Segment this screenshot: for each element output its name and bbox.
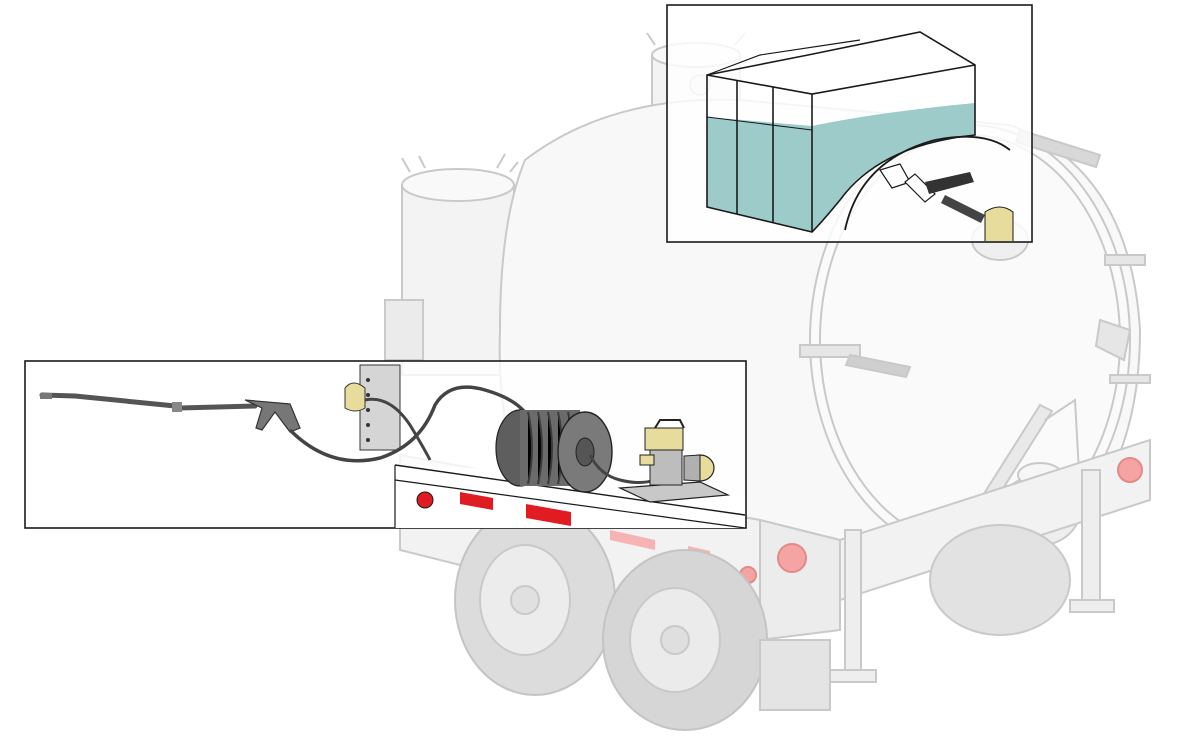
- tank-cutaway-inset: [667, 5, 1032, 242]
- tail-light-left: [778, 544, 806, 572]
- valve-fitting: [985, 207, 1013, 242]
- tail-light-right: [1118, 458, 1142, 482]
- side-marker-light: [417, 492, 433, 508]
- hose-reel: [496, 410, 612, 492]
- rear-manway-ghost: [385, 154, 518, 375]
- washer-assembly-inset: [25, 361, 746, 528]
- mudflap-ghost: [760, 640, 830, 710]
- far-wheel-ghost: [930, 525, 1070, 635]
- wheel-front-ghost: [603, 550, 767, 730]
- wheel-rear-ghost: [455, 505, 615, 695]
- rear-bumper-ghost: [760, 520, 840, 640]
